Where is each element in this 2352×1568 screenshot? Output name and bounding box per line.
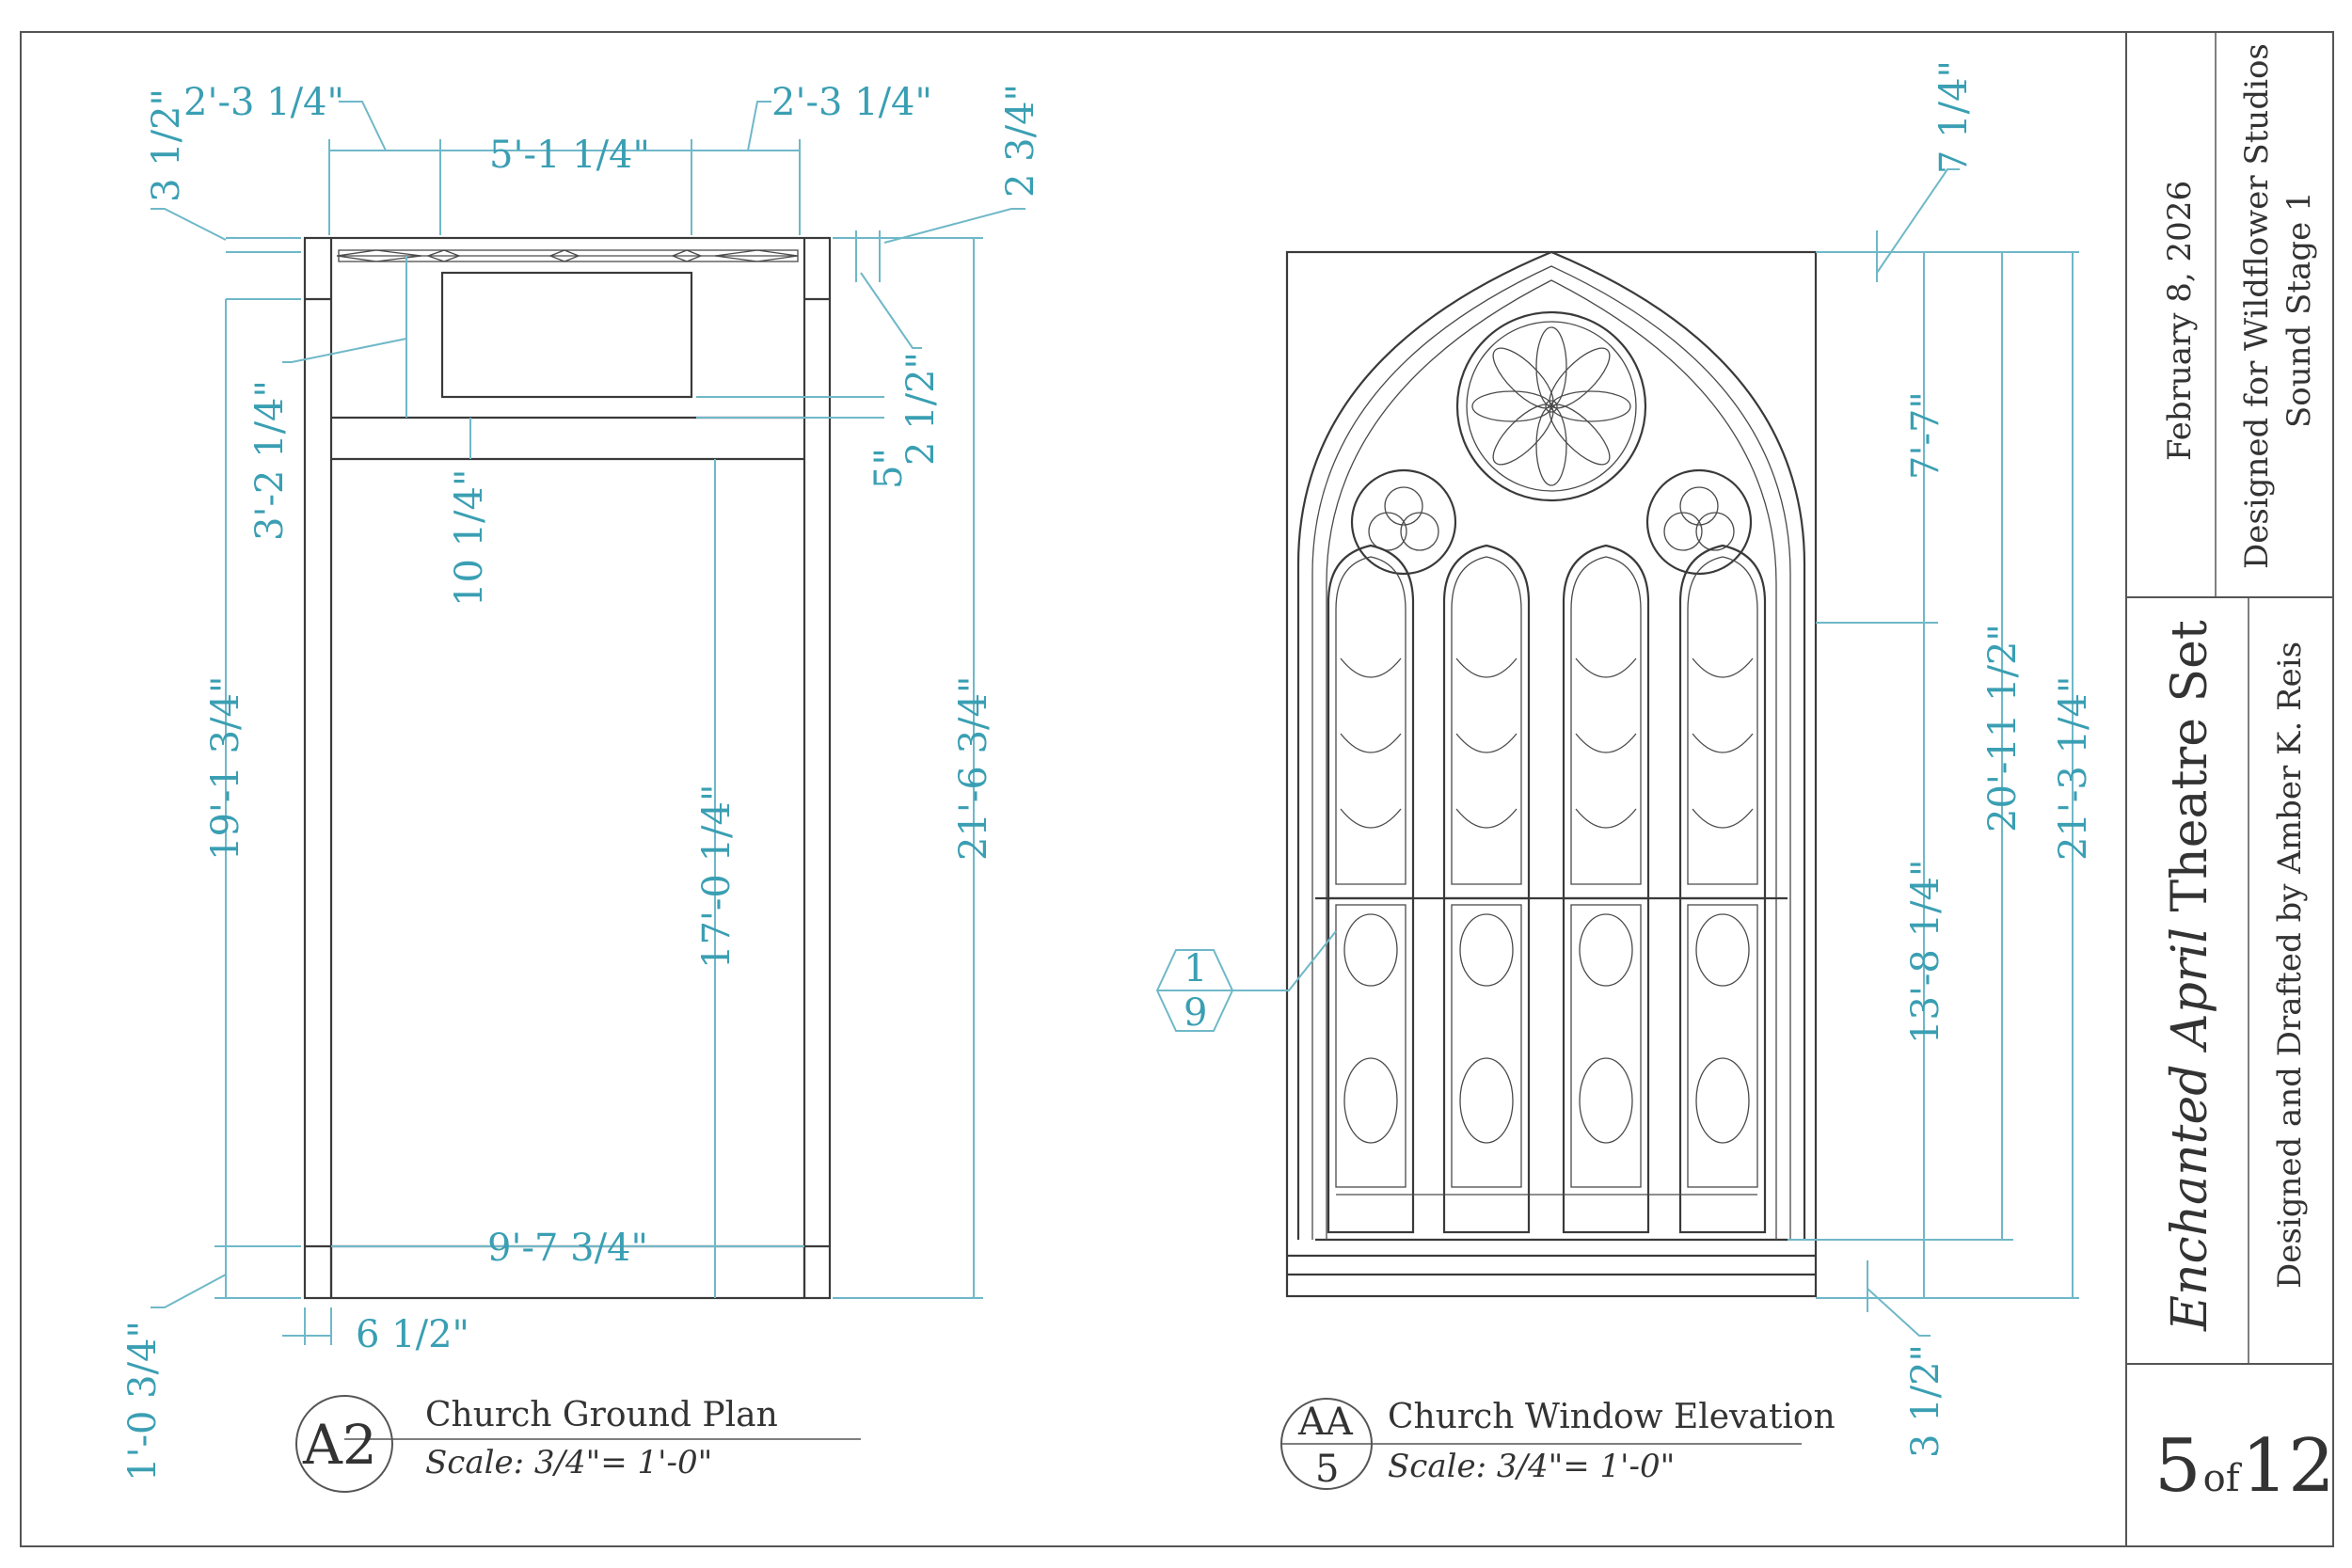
dim-elev-upper: 7'-7" — [1904, 391, 1947, 480]
sheet-num: 5 — [2154, 1424, 2201, 1509]
stage-name: Sound Stage 1 — [2280, 191, 2318, 428]
sheet-of: of — [2203, 1457, 2243, 1500]
elevation-tag-top: AA — [1297, 1401, 1354, 1444]
project-title-rest: Theatre Set — [2162, 620, 2218, 927]
callout-bottom: 9 — [1184, 991, 1207, 1035]
dim-top-mid: 5'-1 1/4" — [489, 134, 650, 177]
plan-dimension-labels: 2'-3 1/4" 5'-1 1/4" 2'-3 1/4" 3 1/2" 2 3… — [121, 81, 1042, 1481]
drafter: Designed and Drafted by Amber K. Reis — [2271, 641, 2309, 1289]
plan-dimension-lines — [151, 101, 1025, 1345]
dim-top-right: 2'-3 1/4" — [771, 81, 932, 124]
sheet-date: February 8, 2026 — [2161, 181, 2199, 461]
dim-elev-lower: 13'-8 1/4" — [1904, 860, 1947, 1044]
dim-elev-total-b: 21'-3 1/4" — [2052, 676, 2095, 861]
dim-right-small: 2 3/4" — [999, 84, 1042, 198]
plan-scale: Scale: 3/4"= 1'-0" — [425, 1444, 712, 1481]
dim-center-tall: 17'-0 1/4" — [695, 784, 739, 969]
designed-for: Designed for Wildflower Studios — [2238, 43, 2276, 569]
elevation-scale: Scale: 3/4"= 1'-0" — [1388, 1448, 1675, 1485]
elevation-title: Church Window Elevation — [1388, 1398, 1836, 1436]
dim-left-small: 3 1/2" — [145, 88, 188, 202]
dim-elev-total-a: 20'-11 1/2" — [1981, 624, 2025, 832]
sheet-number: 5of12 — [2154, 1424, 2335, 1509]
detail-callout-hex: 1 9 — [1155, 947, 1234, 1035]
dim-bottom-small: 6 1/2" — [356, 1313, 469, 1356]
plan-title-block: A2 Church Ground Plan Scale: 3/4"= 1'-0" — [295, 1395, 861, 1493]
plan-title: Church Ground Plan — [425, 1396, 778, 1434]
elevation-title-block: AA 5 Church Window Elevation Scale: 3/4"… — [1280, 1398, 1836, 1491]
dim-right-tall: 21'-6 3/4" — [952, 676, 995, 861]
elevation-tag-bottom: 5 — [1315, 1448, 1339, 1491]
window-elevation — [1285, 250, 1818, 1298]
dim-elev-bottom-small: 3 1/2" — [1904, 1344, 1947, 1458]
dim-bottom-width: 9'-7 3/4" — [487, 1227, 648, 1270]
ground-plan — [303, 236, 832, 1300]
project-title: Enchanted April Theatre Set — [2162, 620, 2218, 1332]
callout-top: 1 — [1184, 947, 1207, 990]
dim-left-mid: 3'-2 1/4" — [248, 380, 292, 541]
dim-right-a: 2 1/2" — [899, 352, 943, 466]
dim-right-b: 5" — [867, 448, 911, 489]
dim-left-tall: 19'-1 3/4" — [204, 676, 247, 861]
dim-top-left: 2'-3 1/4" — [183, 81, 344, 124]
plan-tag: A2 — [302, 1413, 377, 1477]
dim-elev-top-small: 7 1/4" — [1932, 60, 1976, 174]
sheet-border — [20, 31, 2334, 1547]
project-title-italic: Enchanted April — [2162, 927, 2218, 1332]
title-block: February 8, 2026 Designed for Wildflower… — [2125, 32, 2335, 1546]
elevation-dimension-labels: 7 1/4" 7'-7" 13'-8 1/4" 20'-11 1/2" 21'-… — [1904, 60, 2095, 1458]
dim-bottom-left: 1'-0 3/4" — [121, 1321, 165, 1481]
elevation-dimension-lines — [1228, 168, 2079, 1337]
sheet-total: 12 — [2242, 1424, 2335, 1509]
dim-center-small: 10 1/4" — [448, 469, 491, 607]
